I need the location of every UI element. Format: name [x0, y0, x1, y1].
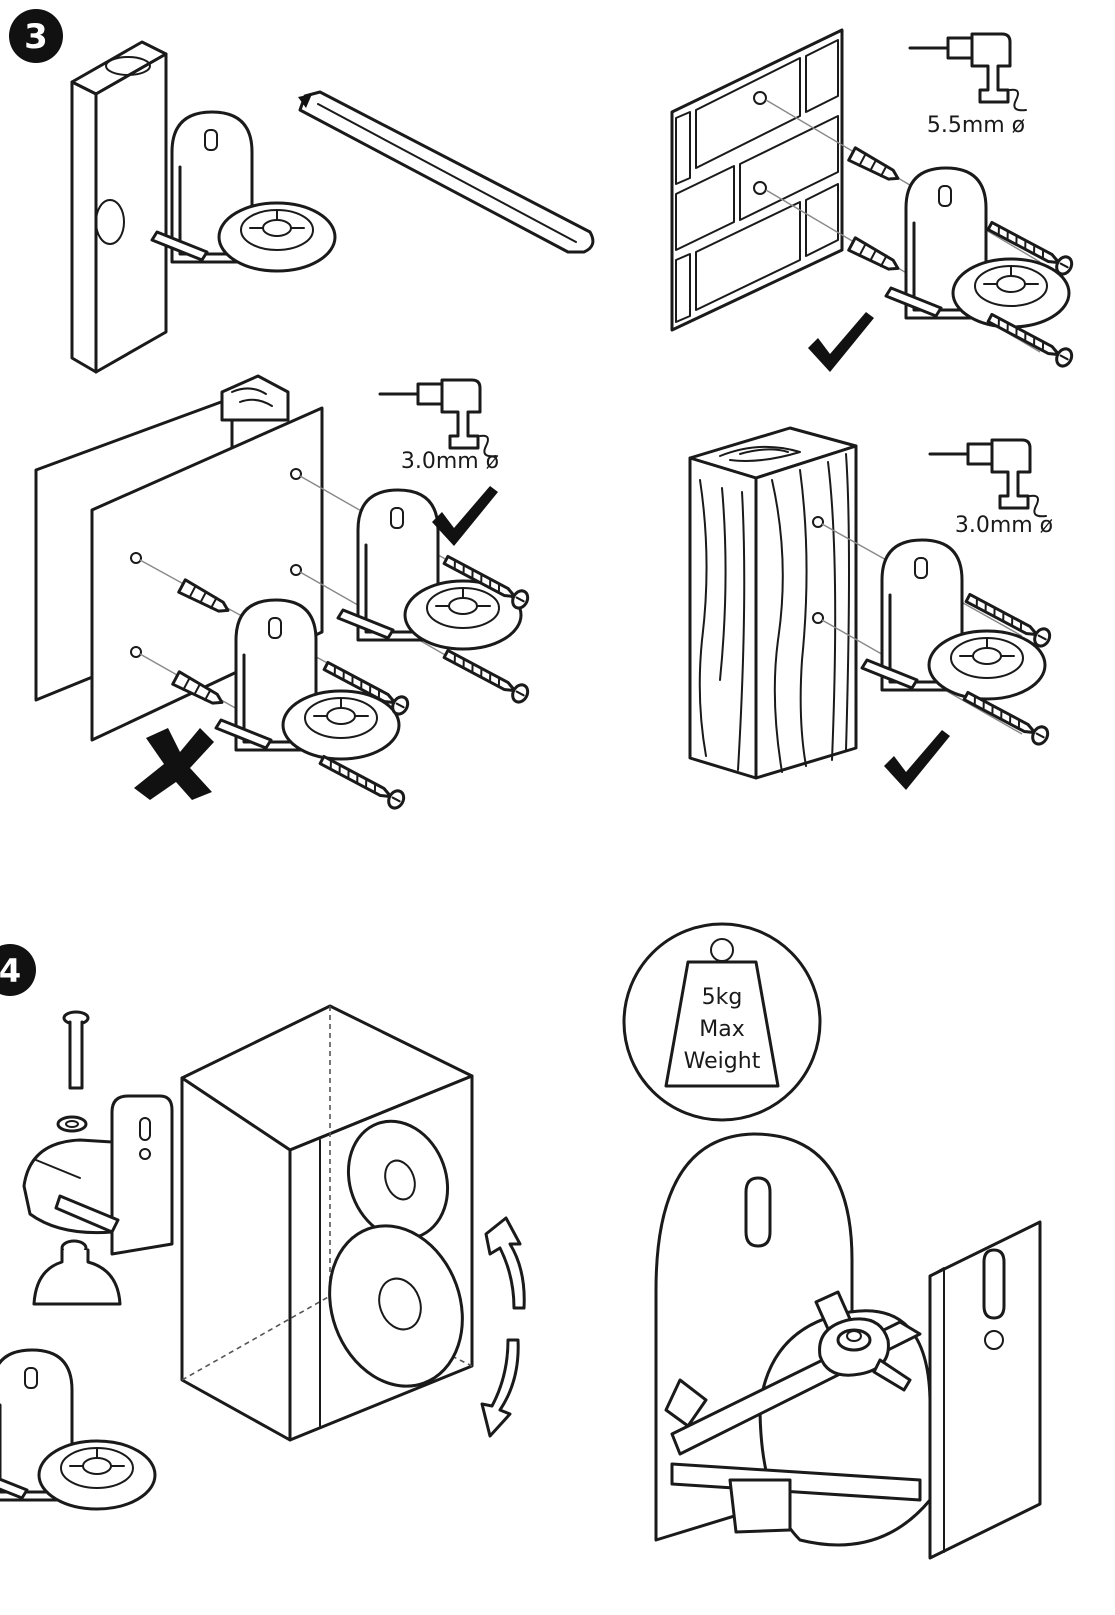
cross-mark-icon [134, 728, 214, 800]
check-mark-icon [808, 312, 874, 372]
spirit-level-panel [70, 40, 595, 374]
check-mark-icon [432, 486, 498, 546]
tension-knob [818, 1317, 912, 1392]
step-3-number: 3 [24, 17, 48, 57]
drill-icon [908, 32, 1028, 112]
brick-wall-panel: 5.5mm ø [670, 28, 1077, 372]
max-weight-badge: 5kg Max Weight [622, 922, 822, 1122]
pivot-cap [32, 1239, 122, 1306]
wall-bracket [336, 488, 523, 651]
drill-size-brick: 5.5mm ø [927, 113, 1025, 138]
step-4-number: 4 [0, 952, 21, 990]
drill-size-drywall: 3.0mm ø [401, 449, 499, 474]
rotate-arrows-icon [480, 1216, 526, 1438]
speaker-box [180, 1004, 474, 1442]
step-4-badge: 4 [0, 944, 36, 996]
wall-bracket [0, 1348, 157, 1511]
assembled-bracket-closeup [654, 1132, 1042, 1560]
weight-limit-max: Max [699, 1017, 744, 1042]
drill-size-wood: 3.0mm ø [955, 513, 1053, 538]
check-mark-icon [884, 730, 950, 790]
pencil [298, 90, 595, 254]
exploded-assembly-panel [0, 1004, 526, 1511]
drill-icon [928, 438, 1048, 518]
drill-icon [378, 378, 498, 458]
drywall-panel: 3.0mm ø [34, 374, 533, 813]
weight-limit-label: Weight [684, 1049, 761, 1074]
step-3-badge: 3 [9, 9, 63, 63]
bolt [56, 1010, 90, 1133]
wall-bracket [150, 110, 337, 273]
wood-post-panel: 3.0mm ø [688, 426, 1055, 790]
weight-limit-value: 5kg [702, 985, 743, 1010]
speaker-bracket-arm [22, 1094, 174, 1256]
